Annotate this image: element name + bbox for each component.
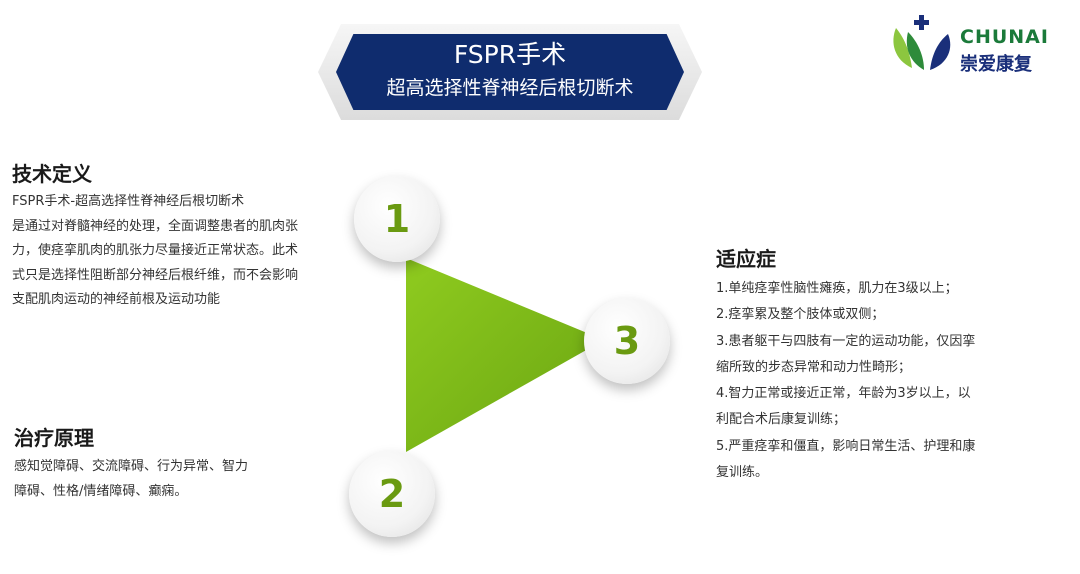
- logo-brand-en: CHUNAI: [960, 26, 1049, 48]
- indication-line: 复训练。: [716, 465, 769, 481]
- definition-body: FSPR手术-超高选择性脊神经后根切断术 是通过对脊髓神经的处理，全面调整患者的…: [12, 190, 352, 313]
- indication-line: 3.患者躯干与四肢有一定的运动功能，仅因挛: [716, 333, 976, 349]
- banner-title: FSPR手术: [453, 40, 567, 69]
- step-circle-1: 1: [354, 176, 440, 262]
- banner-subtitle: 超高选择性脊神经后根切断术: [386, 77, 634, 99]
- definition-line: FSPR手术-超高选择性脊神经后根切断术: [12, 194, 245, 209]
- logo-brand-cn: 崇爱康复: [960, 54, 1032, 75]
- indications-body: 1.单纯痉挛性脑性瘫痪，肌力在3级以上； 2.痉挛累及整个肢体或双侧； 3.患者…: [716, 276, 1046, 486]
- definition-line: 力，使痉挛肌肉的肌张力尽量接近正常状态。此术: [12, 243, 299, 258]
- definition-line: 式只是选择性阻断部分神经后根纤维，而不会影响: [12, 267, 299, 283]
- indication-line: 4.智力正常或接近正常，年龄为3岁以上，以: [716, 386, 971, 402]
- principle-body: 感知觉障碍、交流障碍、行为异常、智力 障碍、性格/情绪障碍、癫痫。: [14, 455, 334, 504]
- definition-line: 是通过对脊髓神经的处理，全面调整患者的肌肉张: [12, 218, 299, 234]
- title-banner: FSPR手术 超高选择性脊神经后根切断术: [336, 34, 684, 110]
- principle-heading: 治疗原理: [14, 426, 94, 450]
- brand-logo: CHUNAI 崇爱康复: [888, 12, 1078, 75]
- indication-line: 缩所致的步态异常和动力性畸形；: [716, 359, 912, 375]
- definition-heading: 技术定义: [12, 162, 92, 186]
- indication-line: 5.严重痉挛和僵直，影响日常生活、护理和康: [716, 438, 976, 454]
- indication-line: 2.痉挛累及整个肢体或双侧；: [716, 307, 885, 323]
- green-triangle: [406, 258, 604, 452]
- step-circle-3: 3: [584, 298, 670, 384]
- indication-line: 利配合术后康复训练；: [716, 412, 847, 428]
- principle-line: 障碍、性格/情绪障碍、癫痫。: [14, 483, 188, 499]
- step-circle-2: 2: [349, 451, 435, 537]
- definition-line: 支配肌肉运动的神经前根及运动功能: [12, 292, 221, 307]
- indications-heading: 适应症: [716, 247, 776, 271]
- leaf-cross-logo-icon: [893, 15, 951, 70]
- principle-line: 感知觉障碍、交流障碍、行为异常、智力: [14, 459, 249, 474]
- indication-line: 1.单纯痉挛性脑性瘫痪，肌力在3级以上；: [716, 281, 958, 296]
